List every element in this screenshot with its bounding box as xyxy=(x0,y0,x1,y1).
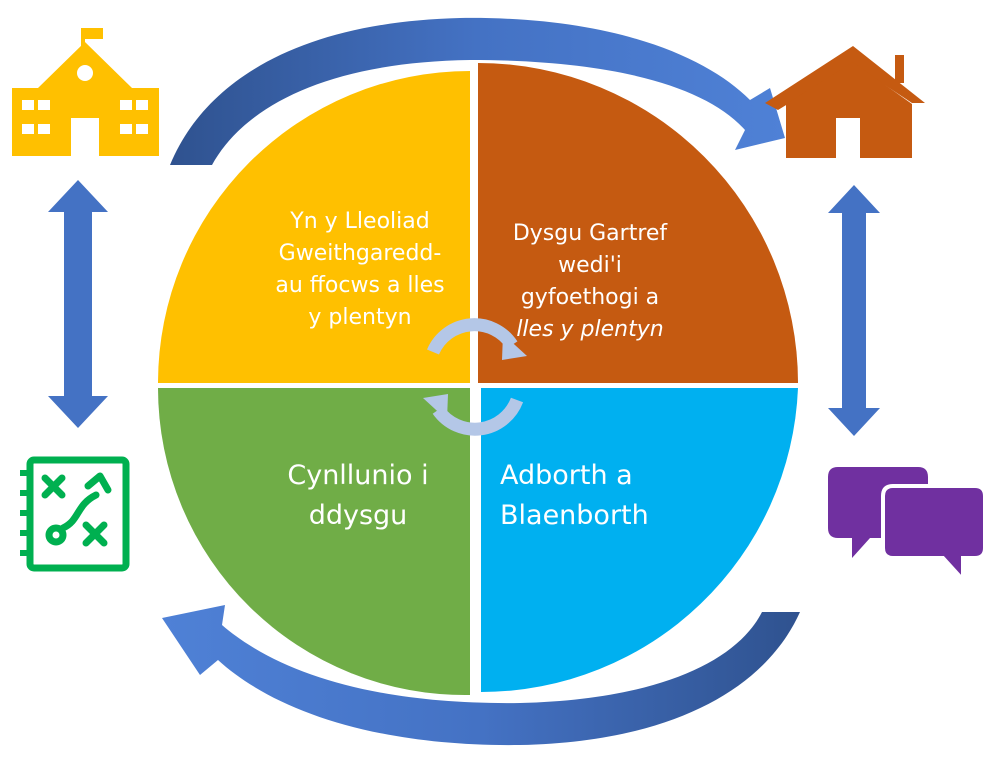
chat-bubbles-icon xyxy=(828,467,985,586)
quadrant-text-line: au ffocws a lles xyxy=(275,273,444,298)
quadrant-text-line: Cynllunio i xyxy=(287,460,428,491)
quadrant-bottom-right xyxy=(481,388,798,693)
quadrant-text-line: gyfoethogi a xyxy=(521,285,659,310)
home-icon xyxy=(765,46,925,158)
right-double-arrow xyxy=(828,185,880,436)
quadrant-bottom-left xyxy=(157,388,470,696)
quadrant-text-line: wedi'i xyxy=(558,253,622,278)
bottom-cycle-arrow xyxy=(162,605,800,746)
cycle-circle xyxy=(157,63,798,696)
quadrant-text-line: Yn y Lleoliad xyxy=(289,209,429,234)
school-icon xyxy=(12,28,159,156)
top-cycle-arrow xyxy=(170,17,785,165)
quadrant-text-line: Adborth a xyxy=(500,460,633,491)
center-cycle-arrows-icon xyxy=(423,318,527,436)
quadrant-text-line: Dysgu Gartref xyxy=(513,221,669,246)
quadrant-text-line: Blaenborth xyxy=(500,500,649,531)
quadrant-top-right xyxy=(478,63,798,383)
quadrant-text-line: ddysgu xyxy=(309,500,408,531)
quadrant-top-right-text: Dysgu Gartref wedi'i gyfoethogi a lles y pl… xyxy=(513,221,669,342)
quadrant-text-line: y plentyn xyxy=(308,305,411,330)
left-double-arrow xyxy=(48,180,108,428)
quadrant-text-line: Gweithgaredd- xyxy=(279,241,442,266)
quadrant-text-line: lles y plentyn xyxy=(516,317,663,342)
quadrant-top-left xyxy=(158,71,470,383)
quadrant-bottom-left-text: Cynllunio i ddysgu xyxy=(287,460,428,531)
strategy-plan-icon xyxy=(20,456,130,572)
quadrant-bottom-right-text: Adborth a Blaenborth xyxy=(500,460,649,531)
